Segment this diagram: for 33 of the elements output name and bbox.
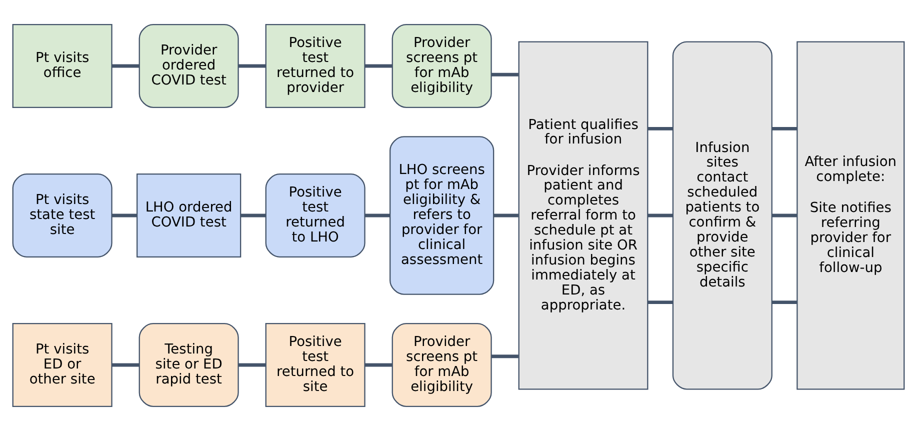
connector	[364, 64, 392, 68]
connector	[364, 214, 390, 218]
node-box: Testing site or ED rapid test	[138, 323, 239, 407]
connector	[772, 214, 797, 218]
node-box: Provider screens pt for mAb eligibility	[392, 323, 492, 407]
node-box: Pt visits office	[12, 24, 112, 108]
connector	[240, 214, 266, 218]
node-box: LHO screens pt for mAb eligibility & refers to provider for clinical assessment	[390, 136, 494, 295]
connector	[772, 126, 797, 130]
node-box: Positive test returned to LHO	[265, 174, 366, 258]
connector	[648, 214, 673, 218]
connector	[494, 214, 518, 218]
connector	[648, 126, 673, 130]
connector	[112, 363, 140, 367]
connector	[772, 300, 797, 304]
connector	[112, 64, 140, 68]
node-box: Provider screens pt for mAb eligibility	[392, 24, 492, 108]
node-box: Pt visits ED or other site	[12, 323, 112, 407]
node-box: LHO ordered COVID test	[136, 174, 242, 258]
node-box: Provider ordered COVID test	[138, 24, 239, 108]
node-box: After infusion complete: Site notifies referring provider for clinical follow-up	[796, 41, 905, 390]
node-box: Patient qualifies for infusion Provider informs patient and completes referral form to schedule pt at infusion site OR infusion begins immediately at ED, as appropriate.	[518, 41, 648, 390]
connector	[648, 300, 673, 304]
connector	[491, 354, 518, 358]
connector	[364, 363, 392, 367]
connector	[112, 214, 137, 218]
node-box: Pt visits state test site	[12, 174, 112, 258]
node-box: Positive test returned to provider	[265, 24, 366, 108]
connector	[491, 72, 518, 76]
node-box: Infusion sites contact scheduled patients to confirm & provide other site specific details	[672, 41, 772, 390]
node-box: Positive test returned to site	[265, 323, 366, 407]
connector	[238, 64, 266, 68]
connector	[238, 363, 266, 367]
